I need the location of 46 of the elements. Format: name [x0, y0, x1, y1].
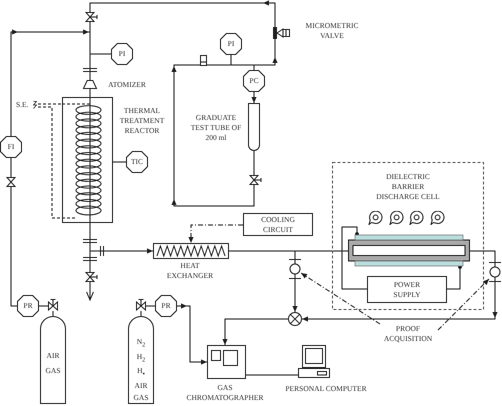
heat-exchanger — [153, 243, 229, 259]
computer-icon — [298, 345, 330, 378]
pipe-line — [90, 248, 154, 254]
pipe-line — [230, 64, 254, 66]
pipe-line — [302, 282, 498, 322]
dashed-enclosure — [332, 162, 484, 310]
sensor-line — [38, 106, 62, 218]
atomizer-nozzle — [83, 80, 97, 89]
pipe-line — [140, 310, 142, 316]
valve-icon — [6, 177, 16, 187]
pipe-line — [246, 374, 298, 376]
pipe-line — [10, 29, 90, 136]
pipe-line — [294, 250, 348, 252]
valve-icon — [85, 12, 98, 22]
instrument-icon — [207, 345, 246, 379]
test-tube — [248, 103, 260, 151]
valve-icon — [249, 175, 262, 185]
coolant-line — [188, 224, 244, 244]
pipe-line — [230, 54, 232, 66]
valve-icon — [136, 299, 146, 311]
leader-line — [300, 272, 380, 324]
pipe-line — [90, 0, 276, 28]
pipe-line — [176, 303, 208, 365]
wire — [342, 226, 368, 290]
control-valve-icon — [271, 27, 290, 39]
wire — [446, 265, 462, 290]
reactor-vessel — [62, 97, 113, 223]
mixer-symbol — [288, 312, 302, 326]
valve-icon — [85, 272, 98, 282]
sensor-symbol — [489, 262, 501, 282]
discharge-tube — [348, 234, 470, 267]
pipe-line — [292, 278, 298, 312]
sensor-symbol — [289, 259, 301, 279]
pipe-line — [228, 250, 296, 252]
leader-line — [438, 278, 490, 330]
pipe-line — [52, 310, 54, 316]
pipe-line — [222, 318, 288, 346]
pipe-line — [171, 64, 254, 206]
pipe-line — [470, 250, 496, 262]
vent-line — [86, 282, 94, 302]
pipe-line — [251, 92, 257, 104]
valve-icon — [48, 299, 58, 311]
pipe-line — [254, 38, 278, 66]
pipe-line — [10, 158, 12, 178]
pipe-line — [294, 250, 296, 260]
pipe-line — [10, 186, 18, 306]
